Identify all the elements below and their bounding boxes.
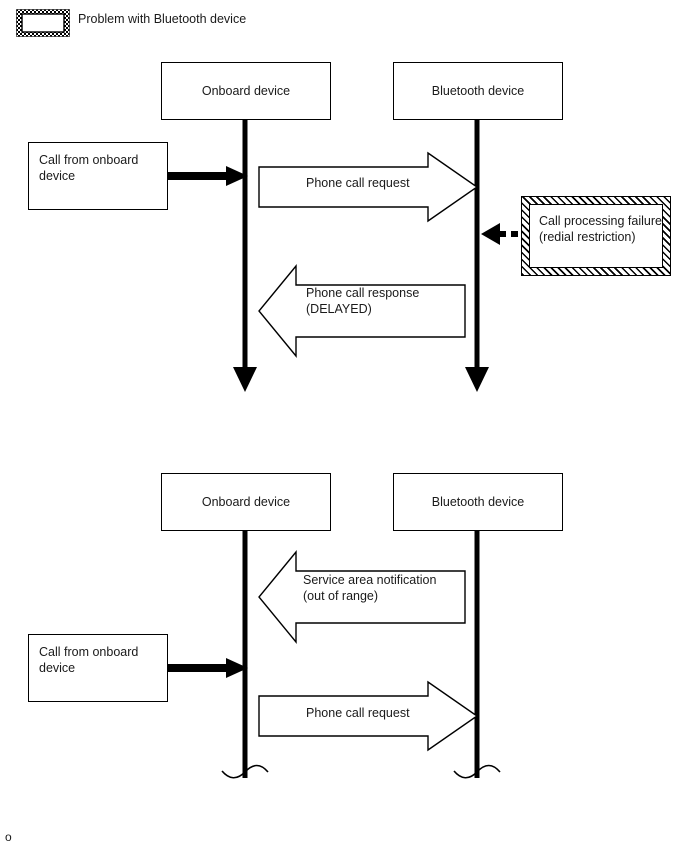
phone-call-response-block-arrow-top — [258, 264, 466, 358]
phone-call-request-block-arrow-bottom — [258, 680, 479, 752]
lifeline-onboard-bottom — [221, 530, 269, 779]
problem-connector-dashed-arrow — [481, 223, 518, 245]
phone-call-request-label-bottom: Phone call request — [306, 706, 410, 720]
service-area-notification-label: Service area notification (out of range) — [303, 572, 436, 604]
call-trigger-arrow-bottom — [168, 658, 248, 678]
participant-header-onboard-bottom: Onboard device — [161, 473, 331, 531]
service-area-notification-block-arrow — [258, 550, 466, 644]
lifeline-bluetooth-top — [465, 119, 489, 392]
problem-line-2: (redial restriction) — [539, 230, 636, 244]
call-processing-failure-box: Call processing failure (redial restrict… — [521, 196, 671, 276]
lifeline-bluetooth-bottom — [453, 530, 501, 779]
call-from-onboard-device-note-bottom: Call from onboard device — [28, 634, 168, 702]
phone-call-request-label-top: Phone call request — [306, 176, 410, 190]
legend-label: Problem with Bluetooth device — [78, 12, 247, 26]
lifeline-onboard-top — [233, 119, 257, 392]
note-line-2: device — [39, 169, 76, 183]
service-line-2: (out of range) — [303, 589, 379, 603]
service-line-1: Service area notification — [303, 573, 437, 587]
note-line-1: Call from onboard — [39, 645, 139, 659]
note-line-2: device — [39, 661, 76, 675]
call-trigger-arrow-top — [168, 166, 248, 186]
participant-header-onboard-top: Onboard device — [161, 62, 331, 120]
corner-mark: o — [5, 830, 12, 844]
participant-header-bluetooth-top: Bluetooth device — [393, 62, 563, 120]
phone-call-request-block-arrow-top — [258, 151, 479, 223]
note-line-1: Call from onboard — [39, 153, 139, 167]
participant-header-bluetooth-bottom: Bluetooth device — [393, 473, 563, 531]
problem-line-1: Call processing failure — [539, 214, 662, 228]
hatched-box-icon — [16, 9, 70, 37]
phone-call-response-label-top: Phone call response (DELAYED) — [306, 285, 419, 317]
response-line-2: (DELAYED) — [306, 302, 372, 316]
response-line-1: Phone call response — [306, 286, 420, 300]
call-from-onboard-device-note-top: Call from onboard device — [28, 142, 168, 210]
